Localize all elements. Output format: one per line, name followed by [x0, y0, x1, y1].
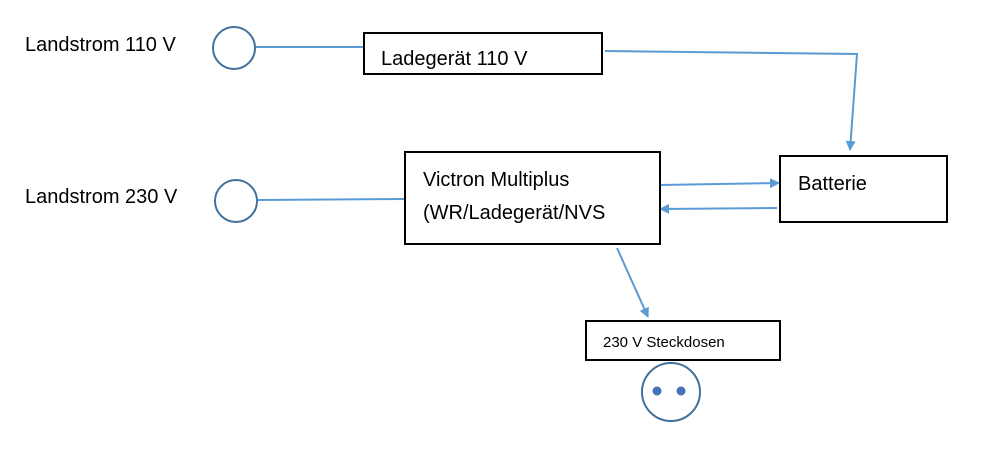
edge-charger-battery — [604, 50, 859, 151]
edge-shore230-multiplus — [257, 198, 405, 201]
multiplus-label-line1: Victron Multiplus — [423, 169, 570, 191]
outlets-box: 230 V Steckdosen — [585, 320, 781, 361]
multiplus-box: Victron Multiplus (WR/Ladegerät/NVS — [404, 151, 661, 245]
shore-110-label: Landstrom 110 V — [25, 34, 176, 56]
shore-110-circle-icon — [212, 26, 256, 70]
edge-multiplus-battery — [659, 178, 780, 189]
socket-outlet-icon — [641, 362, 701, 422]
battery-label: Batterie — [798, 173, 867, 195]
outlets-label: 230 V Steckdosen — [603, 334, 725, 351]
edge-multiplus-outlets — [616, 247, 649, 318]
multiplus-label-line2: (WR/Ladegerät/NVS — [423, 202, 606, 224]
socket-pin-right-icon — [676, 386, 686, 396]
edge-battery-multiplus — [659, 203, 778, 214]
charger-110-box: Ladegerät 110 V — [363, 32, 603, 75]
battery-box: Batterie — [779, 155, 948, 223]
shore-230-circle-icon — [214, 179, 258, 223]
socket-pin-left-icon — [652, 386, 662, 396]
charger-110-label: Ladegerät 110 V — [381, 48, 528, 70]
shore-230-label: Landstrom 230 V — [25, 186, 178, 208]
